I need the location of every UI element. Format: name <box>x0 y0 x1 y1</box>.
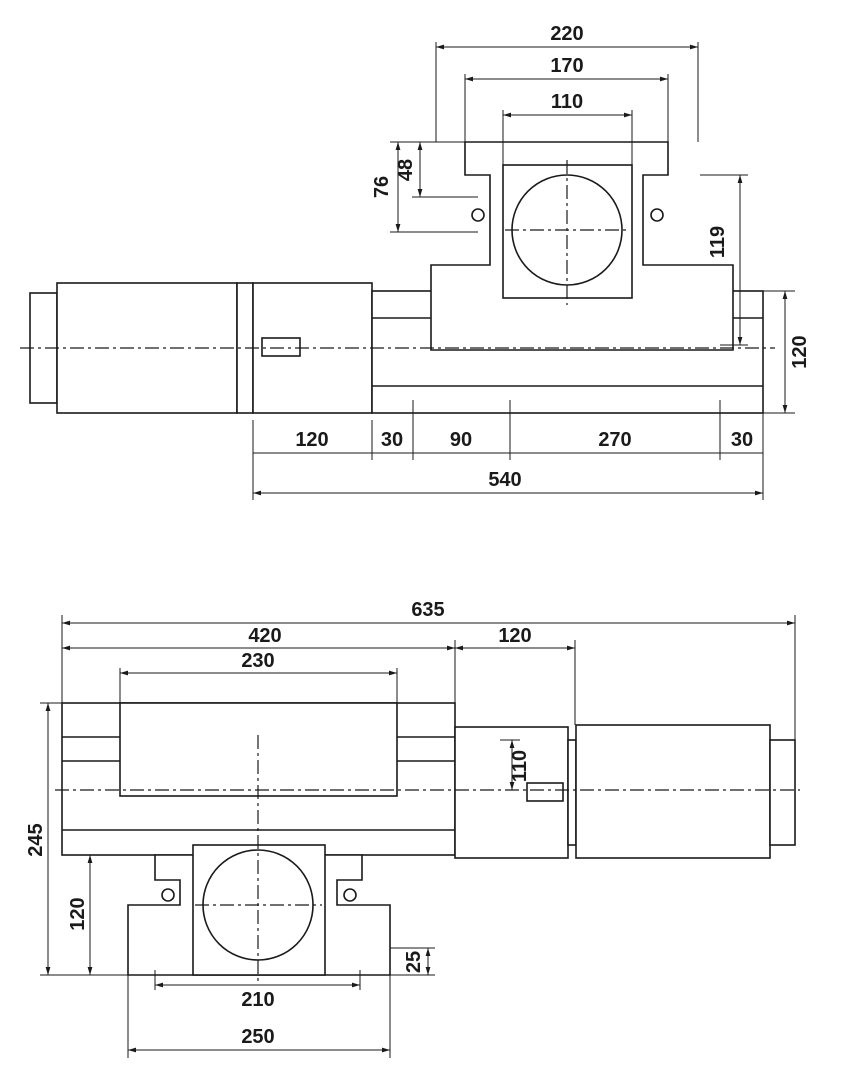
dim-48: 48 <box>395 159 417 181</box>
dim-120-height: 120 <box>67 897 89 930</box>
dim-230: 230 <box>241 650 274 672</box>
dim-245: 245 <box>25 823 47 856</box>
dim-540: 540 <box>488 469 521 491</box>
bolt-icon <box>471 208 485 222</box>
bolt-icon <box>161 888 175 902</box>
dim-420: 420 <box>248 625 281 647</box>
dim-635: 635 <box>411 599 444 621</box>
dim-110: 110 <box>509 750 531 782</box>
motor-end-cap <box>769 739 796 846</box>
table <box>119 702 398 797</box>
bolt-icon <box>650 208 664 222</box>
dim-110: 110 <box>551 91 583 113</box>
dim-119: 119 <box>707 226 729 258</box>
dim-25: 25 <box>403 951 425 973</box>
shaft-key <box>526 782 564 802</box>
shaft-key <box>261 337 301 357</box>
dim-76: 76 <box>371 176 393 198</box>
dim-220: 220 <box>550 23 583 45</box>
dim-30-b: 30 <box>731 429 753 451</box>
dim-120: 120 <box>295 429 328 451</box>
dim-90: 90 <box>450 429 472 451</box>
motor-body <box>575 724 771 859</box>
bolt-icon <box>343 888 357 902</box>
dim-30-a: 30 <box>381 429 403 451</box>
motor-flange <box>567 739 577 846</box>
dim-170: 170 <box>550 55 583 77</box>
dim-120-height: 120 <box>789 335 811 368</box>
dim-270: 270 <box>598 429 631 451</box>
dim-210: 210 <box>241 989 274 1011</box>
side-view: 635 420 120 230 110 245 120 25 210 250 <box>25 599 800 1058</box>
dim-250: 250 <box>241 1026 274 1048</box>
dim-120-width: 120 <box>498 625 531 647</box>
top-view: 220 170 110 76 48 119 120 120 30 90 270 … <box>20 23 811 500</box>
